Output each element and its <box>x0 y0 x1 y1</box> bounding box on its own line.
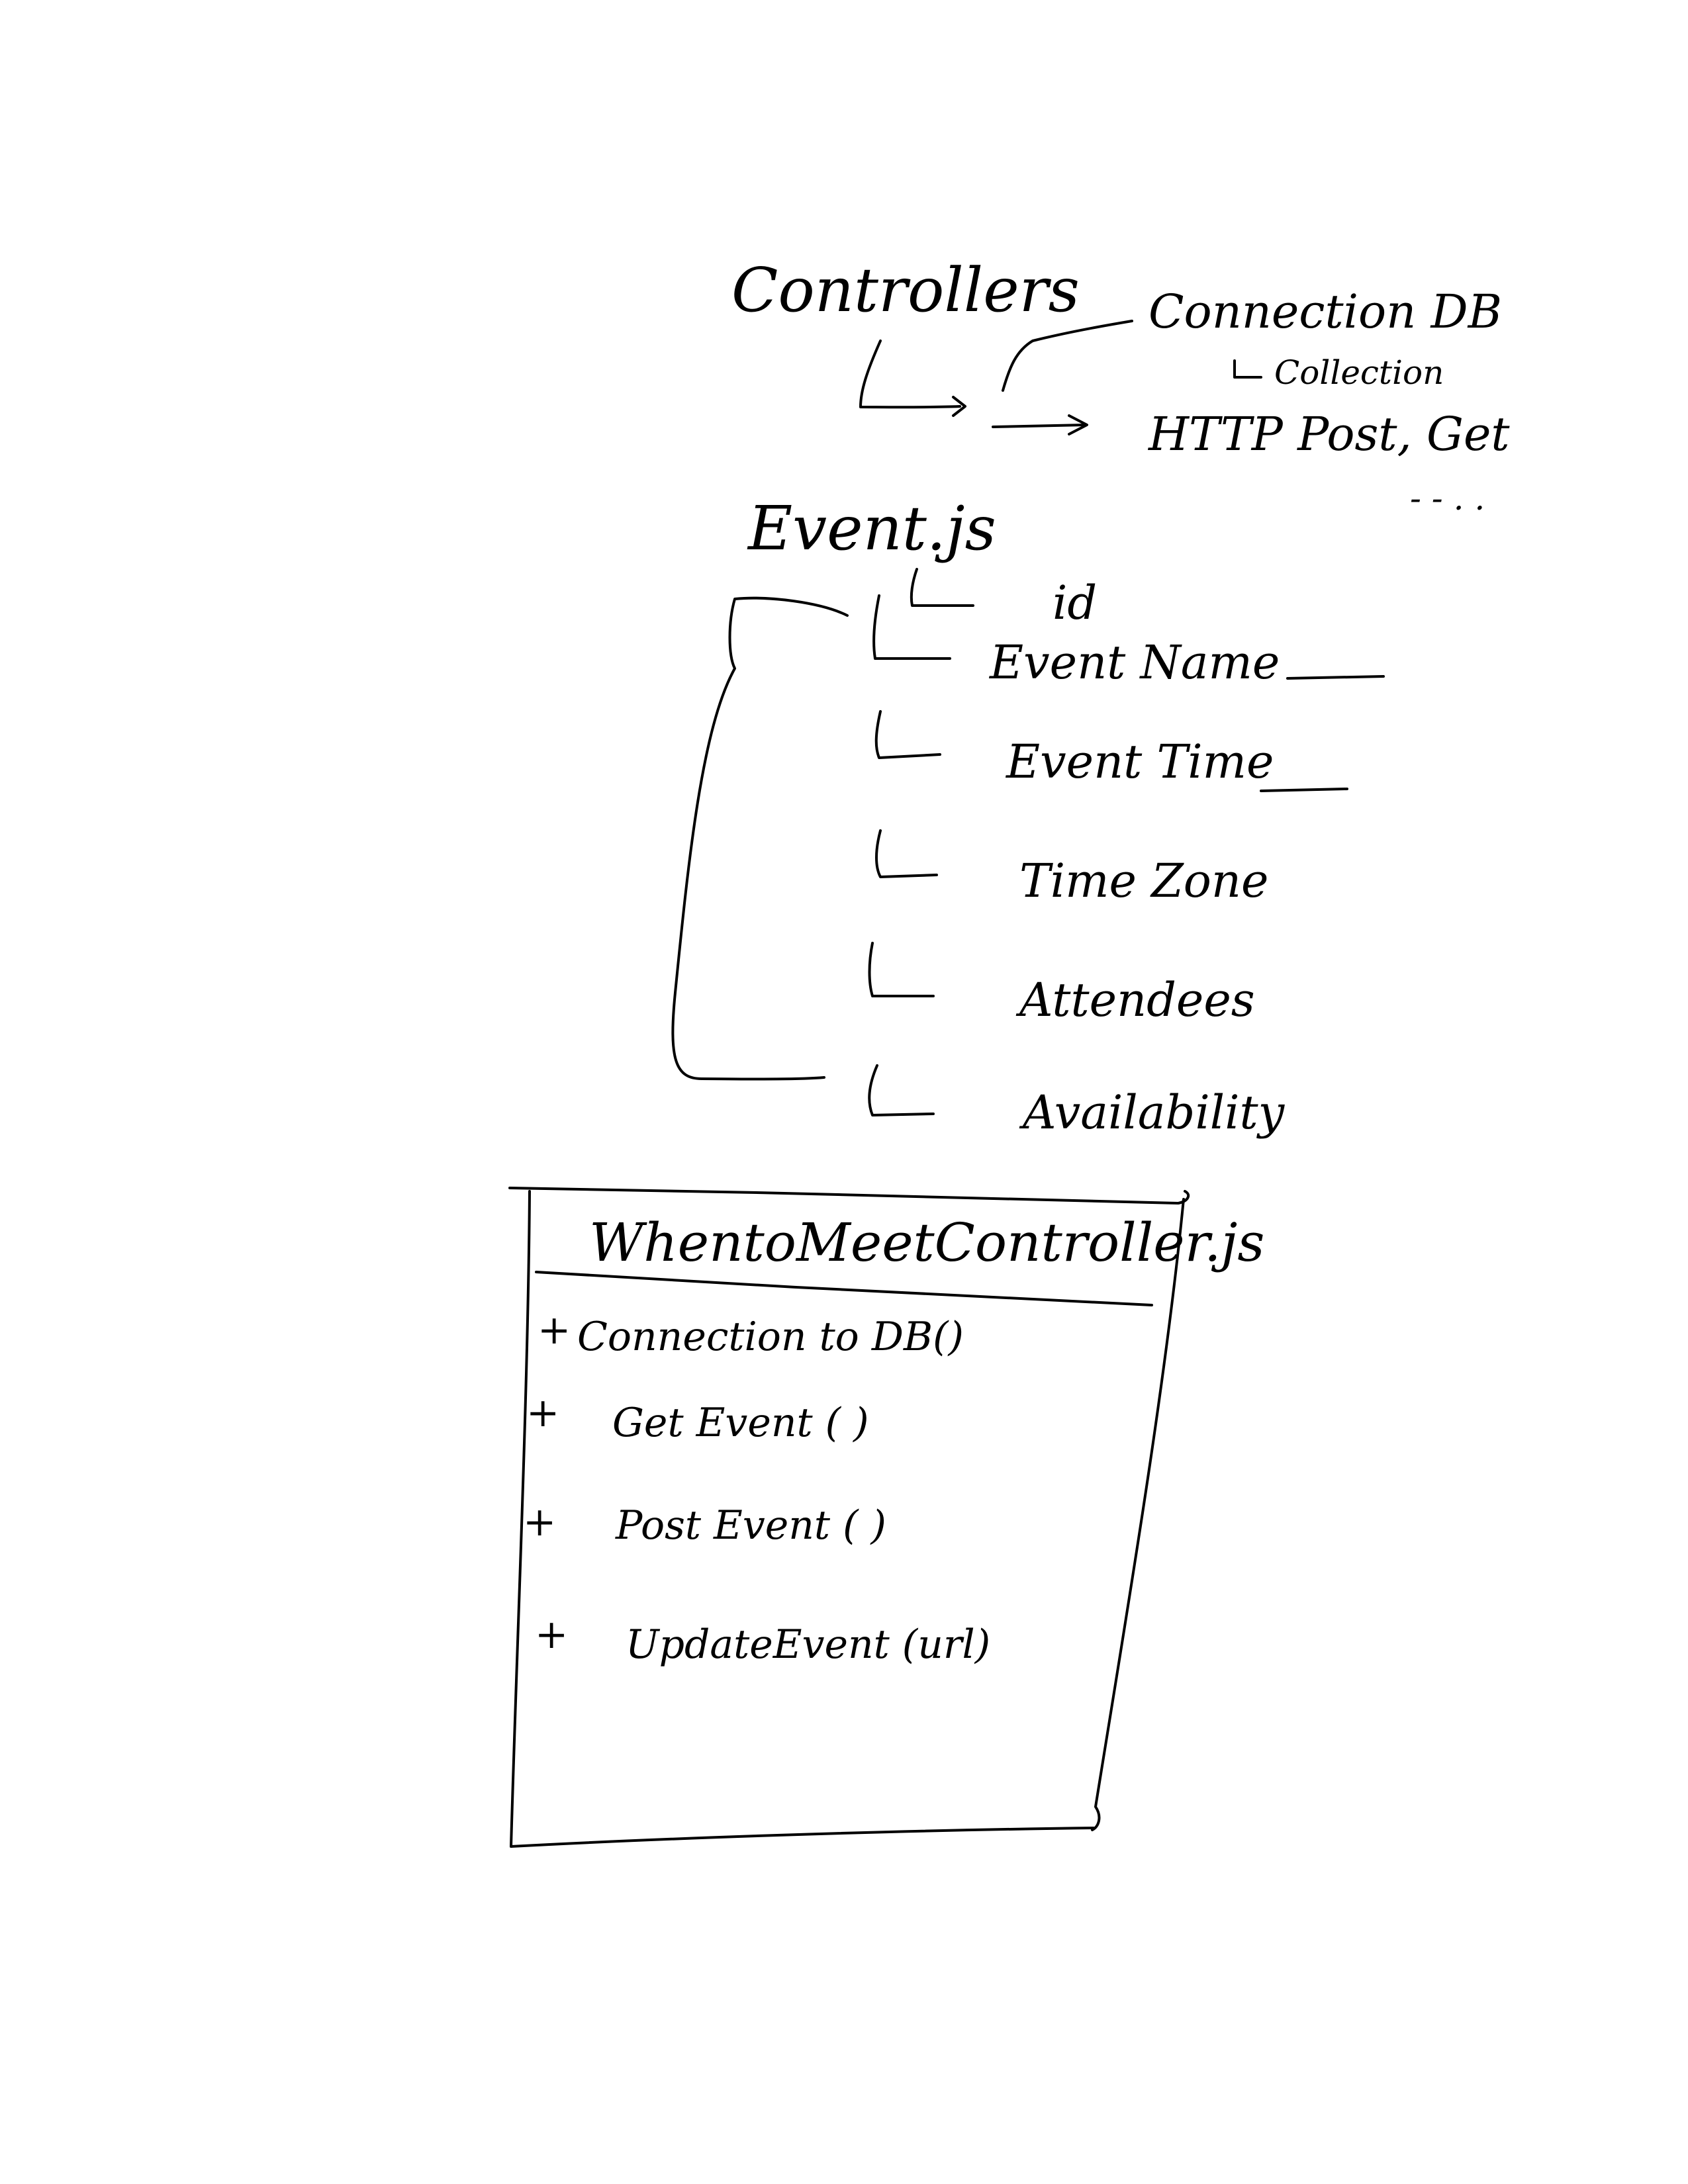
field-event-name: Event Name <box>988 635 1280 690</box>
method-marker-3: + <box>523 1499 556 1545</box>
method-post-event: Post Event ( ) <box>615 1502 886 1549</box>
http-label: HTTP Post, Get <box>1147 407 1510 461</box>
class-title: WhentoMeetController.js <box>589 1212 1264 1273</box>
event-js-label: Event.js <box>747 493 996 564</box>
connection-link-line <box>1002 320 1133 392</box>
hook-event-time <box>874 710 941 759</box>
hook-time-zone <box>875 829 938 878</box>
controllers-branch-line <box>859 340 961 409</box>
field-time-zone: Time Zone <box>1019 854 1268 908</box>
field-attendees: Attendees <box>1015 973 1255 1027</box>
http-ellipsis: - - . . <box>1410 479 1485 518</box>
method-marker-1: + <box>538 1307 571 1353</box>
controllers-branch-arrow <box>952 396 966 417</box>
field-availability: Availability <box>1019 1085 1286 1140</box>
method-update-event: UpdateEvent (url) <box>626 1621 990 1668</box>
field-event-time-blank <box>1260 788 1348 792</box>
method-get-event: Get Event ( ) <box>612 1400 869 1446</box>
http-link-line <box>992 424 1087 428</box>
fields-bracket <box>671 596 849 1081</box>
hook-id <box>910 568 974 607</box>
method-connection: Connection to DB() <box>577 1314 964 1360</box>
class-box-top <box>508 1187 1190 1205</box>
field-event-time: Event Time <box>1005 735 1274 789</box>
collection-label: Collection <box>1274 353 1444 392</box>
field-event-name-blank <box>1286 675 1385 680</box>
class-box-bottom <box>510 1827 1095 1848</box>
controllers-label: Controllers <box>731 255 1080 326</box>
connection-db-label: Connection DB <box>1149 285 1502 339</box>
class-box-divider <box>535 1271 1153 1306</box>
class-box-right <box>1091 1198 1185 1831</box>
hook-event-name <box>872 594 951 660</box>
method-marker-4: + <box>535 1612 568 1658</box>
hook-availability <box>868 1064 935 1116</box>
method-marker-2: + <box>526 1390 559 1436</box>
http-link-arrow <box>1068 414 1088 435</box>
collection-hook <box>1233 359 1262 379</box>
field-id: id <box>1053 576 1097 630</box>
class-box-left <box>510 1190 531 1848</box>
hook-attendees <box>868 942 935 997</box>
